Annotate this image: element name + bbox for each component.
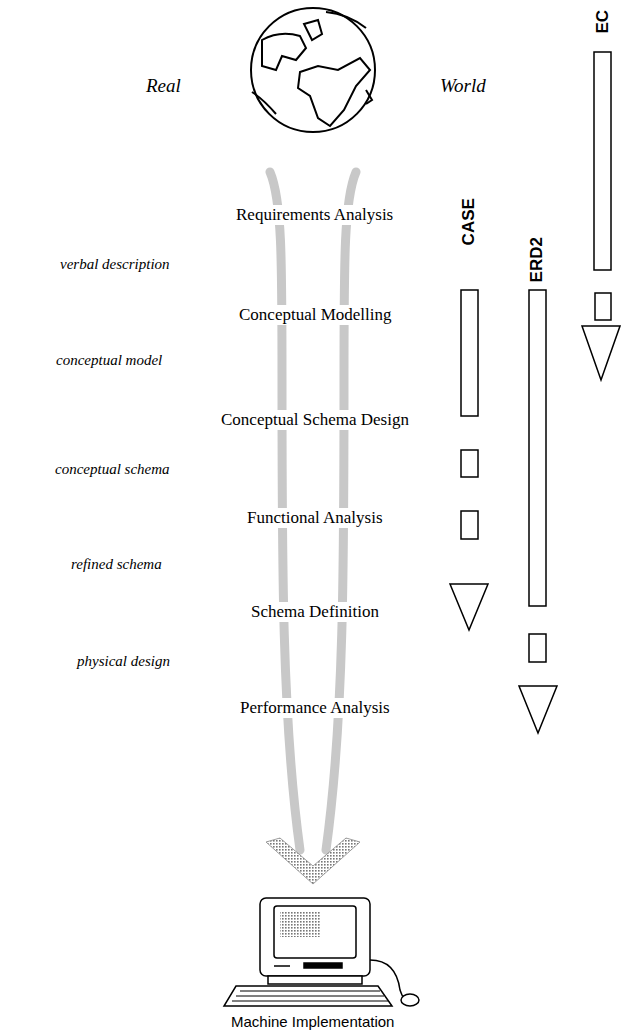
flow-product: conceptual model [56,352,162,369]
stage-name: Functional Analysis [244,508,386,528]
flow-product: verbal description [60,256,170,273]
stage-name: Performance Analysis [237,698,393,718]
flow-product: physical design [77,653,170,670]
caption: Machine Implementation [231,1013,394,1030]
flow-product: conceptual schema [55,461,170,478]
tool-name: ERD2 [527,237,547,282]
world-word: World [440,75,486,97]
tool-name: CASE [459,198,479,245]
stage-name: Conceptual Modelling [236,305,395,325]
computer [224,898,419,1006]
tool-name: EC [593,10,613,34]
world-word: Real [146,75,181,97]
flow-product: refined schema [71,556,162,573]
stage-name: Conceptual Schema Design [218,410,412,430]
converging-arrowhead [266,838,360,884]
globe [251,8,375,132]
stage-name: Requirements Analysis [233,205,396,225]
stage-name: Schema Definition [248,602,382,622]
tool-bars [450,52,620,733]
